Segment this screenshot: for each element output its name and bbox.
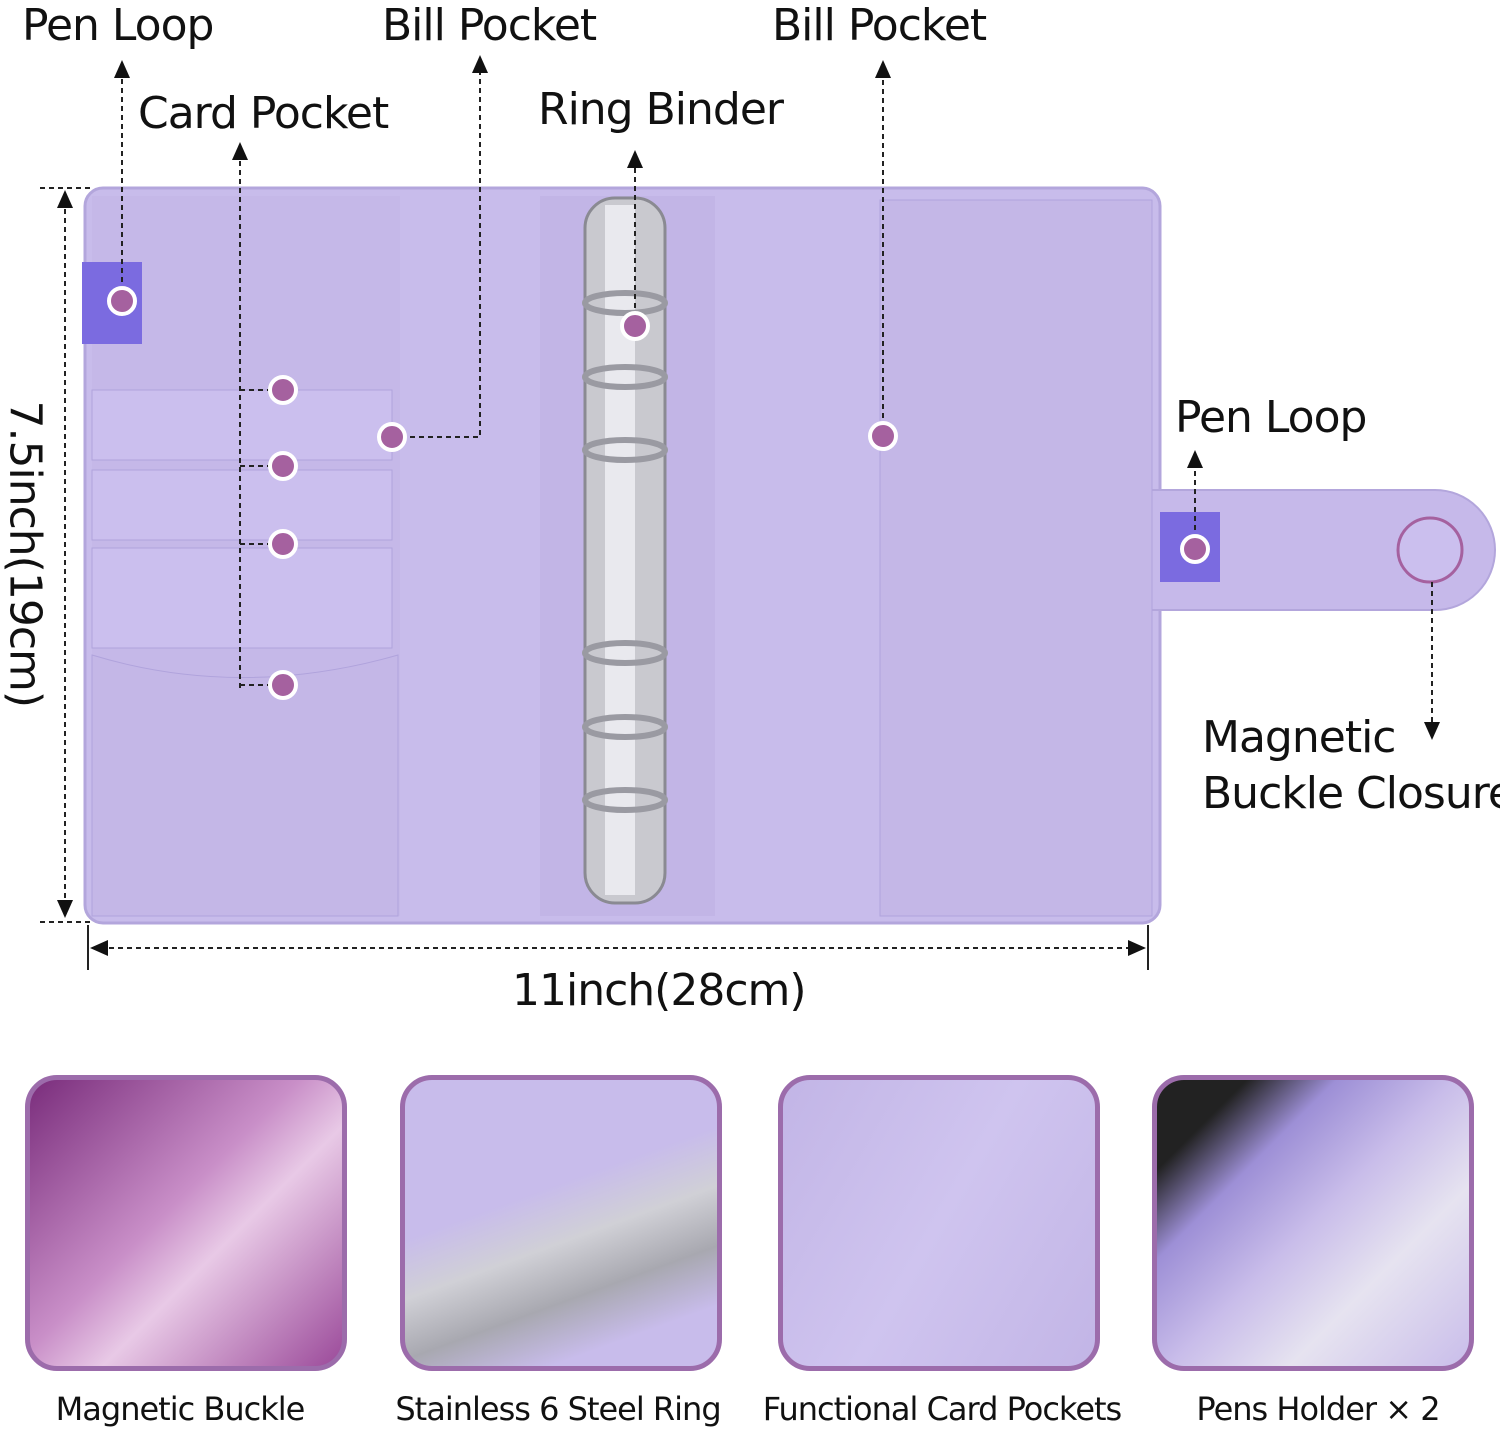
label-bill-pocket-right: Bill Pocket <box>772 0 987 51</box>
caption-pens-holder: Pens Holder × 2 <box>1196 1390 1440 1428</box>
right-bill-pocket <box>879 199 1153 917</box>
thumbnail-card-pockets <box>778 1075 1100 1371</box>
magnetic-strap <box>1149 489 1496 611</box>
label-height-dimension: 7.5inch(19cm) <box>0 400 51 708</box>
label-width-dimension: 11inch(28cm) <box>512 965 807 1016</box>
caption-steel-ring: Stainless 6 Steel Ring <box>395 1390 721 1428</box>
label-buckle-closure: Buckle Closure <box>1202 768 1500 819</box>
caption-magnetic-buckle: Magnetic Buckle <box>55 1390 306 1428</box>
caption-card-pockets: Functional Card Pockets <box>762 1390 1122 1428</box>
thumbnail-pens-holder <box>1152 1075 1474 1371</box>
label-bill-pocket-left: Bill Pocket <box>382 0 597 51</box>
label-pen-loop-right: Pen Loop <box>1175 392 1367 443</box>
thumbnail-magnetic-buckle <box>25 1075 347 1371</box>
label-pen-loop-left: Pen Loop <box>22 0 214 51</box>
label-magnetic: Magnetic <box>1202 712 1396 763</box>
magnetic-buckle <box>1396 516 1464 584</box>
label-card-pocket: Card Pocket <box>138 88 389 139</box>
label-ring-binder: Ring Binder <box>538 84 784 135</box>
callout-dots <box>107 286 1210 700</box>
thumbnail-steel-ring <box>400 1075 722 1371</box>
card-pocket-large <box>91 654 399 917</box>
